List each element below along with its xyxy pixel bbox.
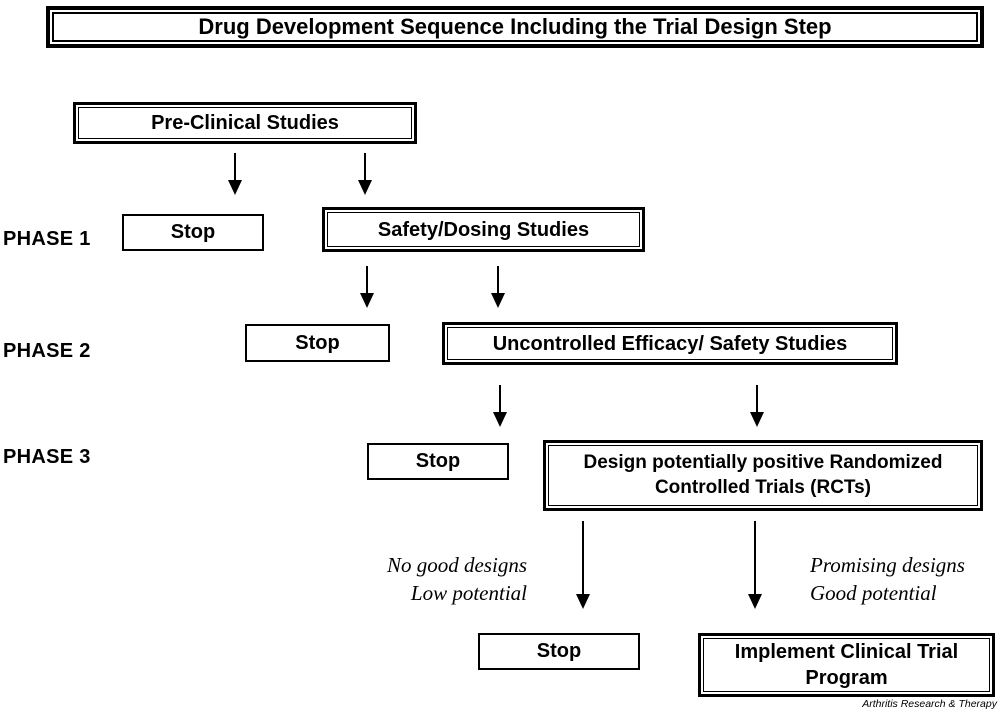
phase-2-label: PHASE 2 — [3, 340, 91, 362]
node-stop-final-label: Stop — [536, 640, 582, 662]
node-implement-clinical-trial-program: Implement Clinical Trial Program — [698, 633, 995, 697]
node-stop-phase2-label: Stop — [295, 331, 340, 354]
node-stop-phase1: Stop — [122, 214, 264, 251]
arrow-safety-to-uncontrolled-icon — [491, 266, 505, 308]
phase-3-label: PHASE 3 — [3, 446, 91, 468]
node-design-rcts-label: Design potentially positive Randomized C… — [548, 445, 978, 506]
arrow-shaft — [234, 153, 236, 180]
node-stop-phase3: Stop — [367, 443, 509, 480]
arrow-head — [750, 412, 764, 427]
node-stop-phase3-label: Stop — [415, 450, 461, 472]
arrow-safety-to-stop-icon — [360, 266, 374, 308]
node-stop-final: Stop — [478, 633, 640, 670]
diagram-title: Drug Development Sequence Including the … — [52, 12, 978, 42]
arrow-shaft — [364, 153, 366, 180]
arrow-head — [228, 180, 242, 195]
arrow-shaft — [366, 266, 368, 293]
node-preclinical-studies: Pre-Clinical Studies — [73, 102, 417, 144]
arrow-preclinical-to-safety-icon — [358, 153, 372, 195]
arrow-design-to-implement-icon — [748, 521, 762, 609]
node-safety-dosing-studies-label: Safety/Dosing Studies — [327, 212, 640, 247]
arrow-head — [360, 293, 374, 308]
node-stop-phase2: Stop — [245, 324, 390, 362]
arrow-design-to-stop-icon — [576, 521, 590, 609]
arrow-uncontrolled-to-design-icon — [750, 385, 764, 427]
phase-1-label: PHASE 1 — [3, 228, 91, 250]
journal-credit: Arthritis Research & Therapy — [862, 698, 997, 710]
arrow-shaft — [582, 521, 584, 594]
annotation-negative-branch: No good designs Low potential — [386, 553, 527, 606]
node-implement-clinical-trial-program-label: Implement Clinical Trial Program — [703, 638, 990, 692]
diagram-title-box: Drug Development Sequence Including the … — [46, 6, 984, 48]
node-preclinical-studies-label: Pre-Clinical Studies — [78, 107, 412, 139]
arrow-head — [491, 293, 505, 308]
arrow-shaft — [756, 385, 758, 412]
arrow-head — [748, 594, 762, 609]
node-uncontrolled-efficacy-studies: Uncontrolled Efficacy/ Safety Studies — [442, 322, 898, 365]
arrow-shaft — [754, 521, 756, 594]
arrow-shaft — [499, 385, 501, 412]
node-safety-dosing-studies: Safety/Dosing Studies — [322, 207, 645, 252]
node-uncontrolled-efficacy-studies-label: Uncontrolled Efficacy/ Safety Studies — [447, 327, 893, 360]
arrow-uncontrolled-to-stop-icon — [493, 385, 507, 427]
arrow-head — [493, 412, 507, 427]
node-stop-phase1-label: Stop — [170, 221, 216, 243]
arrow-preclinical-to-stop-icon — [228, 153, 242, 195]
arrow-head — [358, 180, 372, 195]
arrow-shaft — [497, 266, 499, 293]
arrow-head — [576, 594, 590, 609]
node-design-rcts: Design potentially positive Randomized C… — [543, 440, 983, 511]
annotation-positive-branch: Promising designs Good potential — [810, 553, 965, 606]
